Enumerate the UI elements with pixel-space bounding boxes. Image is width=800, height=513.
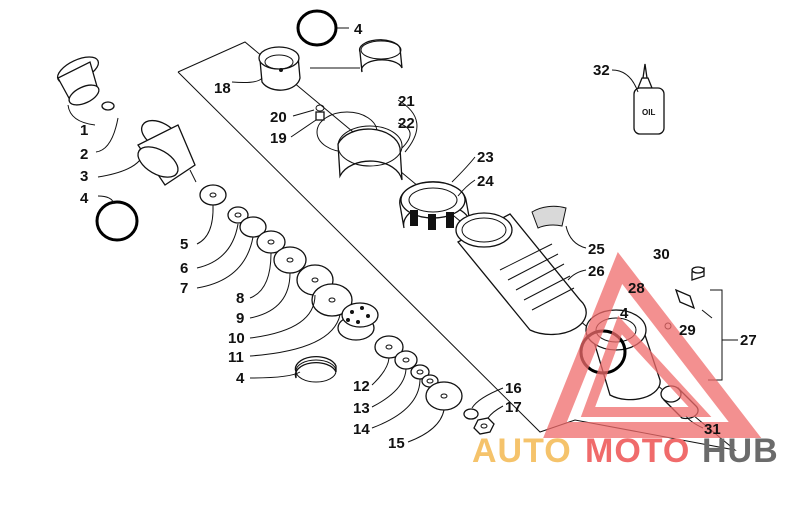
label-21: 21 bbox=[398, 93, 415, 110]
part-nut bbox=[463, 408, 495, 435]
oil-bottle-label: OIL bbox=[642, 108, 655, 117]
label-13: 13 bbox=[353, 400, 370, 417]
label-25: 25 bbox=[588, 241, 605, 258]
label-22: 22 bbox=[398, 115, 415, 132]
label-16: 16 bbox=[505, 380, 522, 397]
label-18: 18 bbox=[214, 80, 231, 97]
label-2: 2 bbox=[80, 146, 88, 163]
label-28: 28 bbox=[628, 280, 645, 297]
part-bushing bbox=[56, 56, 100, 106]
part-fitting bbox=[664, 266, 713, 330]
label-30: 30 bbox=[653, 246, 670, 263]
label-24: 24 bbox=[477, 173, 494, 190]
label-32: 32 bbox=[593, 62, 610, 79]
watermark-auto: AUTO bbox=[472, 432, 572, 470]
watermark-hub: HUB bbox=[702, 432, 779, 470]
label-7: 7 bbox=[180, 280, 188, 297]
label-3: 3 bbox=[80, 168, 88, 185]
bracket-27 bbox=[708, 289, 723, 381]
label-1: 1 bbox=[80, 122, 88, 139]
label-8: 8 bbox=[236, 290, 244, 307]
part-retainer-clip bbox=[531, 205, 567, 229]
label-26: 26 bbox=[588, 263, 605, 280]
label-17: 17 bbox=[505, 399, 522, 416]
watermark-moto: MOTO bbox=[585, 432, 690, 470]
part-piston-band bbox=[294, 356, 337, 383]
part-seals bbox=[316, 111, 403, 181]
part-shaft-eye bbox=[101, 101, 197, 186]
label-10: 10 bbox=[228, 330, 245, 347]
label-5: 5 bbox=[180, 236, 188, 253]
label-4-mid: 4 bbox=[236, 370, 245, 387]
label-9: 9 bbox=[236, 310, 244, 327]
part-valve bbox=[315, 104, 325, 121]
part-lower-washers bbox=[374, 335, 463, 411]
part-oil-bottle: OIL bbox=[633, 63, 665, 135]
watermark-text: AUTO MOTO HUB bbox=[472, 432, 779, 470]
label-4-right: 4 bbox=[620, 305, 629, 322]
part-o-ring bbox=[95, 200, 139, 242]
label-23: 23 bbox=[477, 149, 494, 166]
label-27: 27 bbox=[740, 332, 757, 349]
part-o-ring-top bbox=[296, 9, 338, 47]
part-bearing-cap bbox=[258, 46, 301, 91]
label-15: 15 bbox=[388, 435, 405, 452]
part-washer-stack bbox=[199, 184, 353, 317]
label-31: 31 bbox=[704, 421, 721, 438]
label-14: 14 bbox=[353, 421, 370, 438]
label-4-left: 4 bbox=[80, 190, 89, 207]
label-11: 11 bbox=[228, 349, 244, 366]
callout-labels: 1 2 3 4 18 4 20 19 21 22 23 24 5 6 7 8 9… bbox=[80, 21, 757, 452]
part-shock-body bbox=[455, 212, 587, 336]
label-20: 20 bbox=[270, 109, 287, 126]
leader-lines bbox=[67, 27, 738, 443]
label-6: 6 bbox=[180, 260, 188, 277]
label-19: 19 bbox=[270, 130, 287, 147]
watermark-logo bbox=[543, 252, 762, 438]
label-12: 12 bbox=[353, 378, 370, 395]
part-seal-band bbox=[358, 39, 403, 73]
label-29: 29 bbox=[679, 322, 696, 339]
label-4-top: 4 bbox=[354, 21, 363, 38]
part-piston bbox=[337, 302, 379, 341]
